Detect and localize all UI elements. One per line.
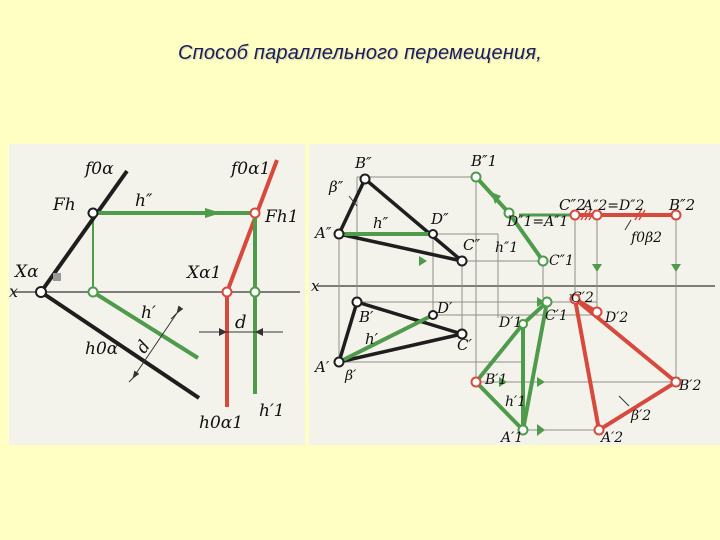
- label-beta2-p: β′2: [630, 408, 651, 424]
- label-Bpp: B″: [354, 154, 372, 172]
- label-D1p: D′1: [498, 315, 522, 331]
- label-Dp: D′: [436, 299, 453, 317]
- top-h-line: [338, 313, 434, 364]
- label-Xa: Xα: [13, 262, 39, 282]
- label-Fh1: Fh1: [264, 207, 299, 227]
- label-B1p: B′1: [484, 372, 507, 388]
- label-C1pp: C″1: [549, 253, 574, 269]
- label-C1p: C′1: [545, 308, 568, 324]
- point-Xa-marker: [53, 273, 61, 281]
- label-f0a1: f0α1: [229, 159, 270, 179]
- label-h1p: h′1: [259, 401, 285, 421]
- label-Cp: C′: [457, 336, 472, 354]
- point-Xa1: [221, 286, 233, 298]
- label-B2pp: B″2: [668, 196, 695, 214]
- leader-beta-pp: [348, 195, 358, 207]
- label-Ap: A′: [313, 358, 330, 376]
- label-D2p: D′2: [604, 310, 628, 326]
- points: [333, 171, 682, 436]
- trace-h0a: [39, 290, 201, 400]
- top-red-C2-A2: [573, 298, 601, 431]
- point-Xa: [35, 286, 47, 298]
- label-hp: h′: [141, 303, 156, 323]
- label-f0b2: f0β2: [630, 230, 662, 246]
- label-hpp: h″: [373, 214, 389, 232]
- leader-f0b2: [624, 219, 632, 231]
- point-h-foot: [87, 286, 99, 298]
- trace-f0a: [39, 169, 129, 294]
- label-B1pp: B″1: [470, 152, 497, 170]
- label-hp: h′: [365, 330, 379, 348]
- d-dim-ext-1: [170, 310, 180, 320]
- d-dim-arrow-left: [219, 328, 227, 336]
- label-Bp: B′: [358, 308, 374, 326]
- label-Cpp: C″: [463, 236, 480, 254]
- label-B2p: B′2: [678, 378, 701, 394]
- slide-title: Способ параллельного перемещения,: [177, 42, 542, 64]
- left-diagram: f0α f0α1 Fh h″ Fh1 x Xα Xα1 h′ d d h0α h…: [9, 159, 300, 433]
- label-C2pp: C″2: [559, 196, 586, 214]
- top-triangle-AB: [337, 301, 359, 363]
- label-D1pp-A1pp: D″1=A″1: [506, 214, 568, 230]
- right-drawing-panel: B″ B″1 β″ A″ h″ D″ D″1=A″1 C″2 A″2=D″2 B…: [309, 144, 720, 445]
- top-moved-B1-A1: [474, 380, 525, 432]
- label-App: A″: [313, 224, 332, 242]
- label-beta-pp: β″: [328, 178, 344, 196]
- d-dim-line-slanted: [132, 305, 184, 379]
- leader-beta2-p: [618, 395, 630, 407]
- trace-f0a1: [225, 159, 279, 293]
- label-Dpp: D″: [430, 210, 449, 228]
- front-triangle-AB: [337, 178, 367, 235]
- label-x: x: [9, 282, 18, 301]
- left-drawing-panel: f0α f0α1 Fh h″ Fh1 x Xα Xα1 h′ d d h0α h…: [9, 144, 305, 445]
- point-Fh1: [249, 207, 261, 219]
- label-h0a1: h0α1: [199, 413, 243, 433]
- label-h0a: h0α: [85, 339, 119, 359]
- label-Xa1: Xα1: [185, 263, 221, 283]
- top-red-A2-B2: [597, 380, 678, 432]
- label-A1p: A′1: [499, 430, 523, 445]
- label-C2p: C′2: [571, 290, 594, 306]
- top-moved-C1-A1: [521, 301, 549, 431]
- top-triangle-BC: [356, 300, 463, 336]
- label-f0a: f0α: [83, 159, 114, 179]
- label-h1p: h′1: [505, 394, 526, 410]
- label-d-horizontal: d: [235, 312, 247, 333]
- front-triangle-AC: [338, 232, 463, 263]
- front-triangle-BC: [363, 177, 464, 263]
- d-dim-arrow-right: [255, 328, 263, 336]
- front-moved-arrow: [491, 192, 501, 204]
- label-Fh: Fh: [52, 195, 76, 215]
- label-hpp: h″: [135, 191, 153, 211]
- label-beta-p: β′: [344, 368, 357, 384]
- point-Fh: [87, 207, 99, 219]
- label-A2p: A′2: [599, 430, 623, 445]
- label-A2pp-D2pp: A″2=D″2: [581, 198, 644, 214]
- label-h1pp: h″1: [495, 240, 518, 256]
- top-triangle-AC: [338, 332, 463, 364]
- right-diagram: B″ B″1 β″ A″ h″ D″ D″1=A″1 C″2 A″2=D″2 B…: [311, 152, 715, 445]
- top-moved-B1-D1: [474, 322, 525, 384]
- front-moved-D1-C1: [507, 211, 545, 263]
- frontal-h-arrow: [205, 208, 221, 218]
- point-h1-foot: [249, 286, 261, 298]
- label-x-right: x: [311, 277, 320, 295]
